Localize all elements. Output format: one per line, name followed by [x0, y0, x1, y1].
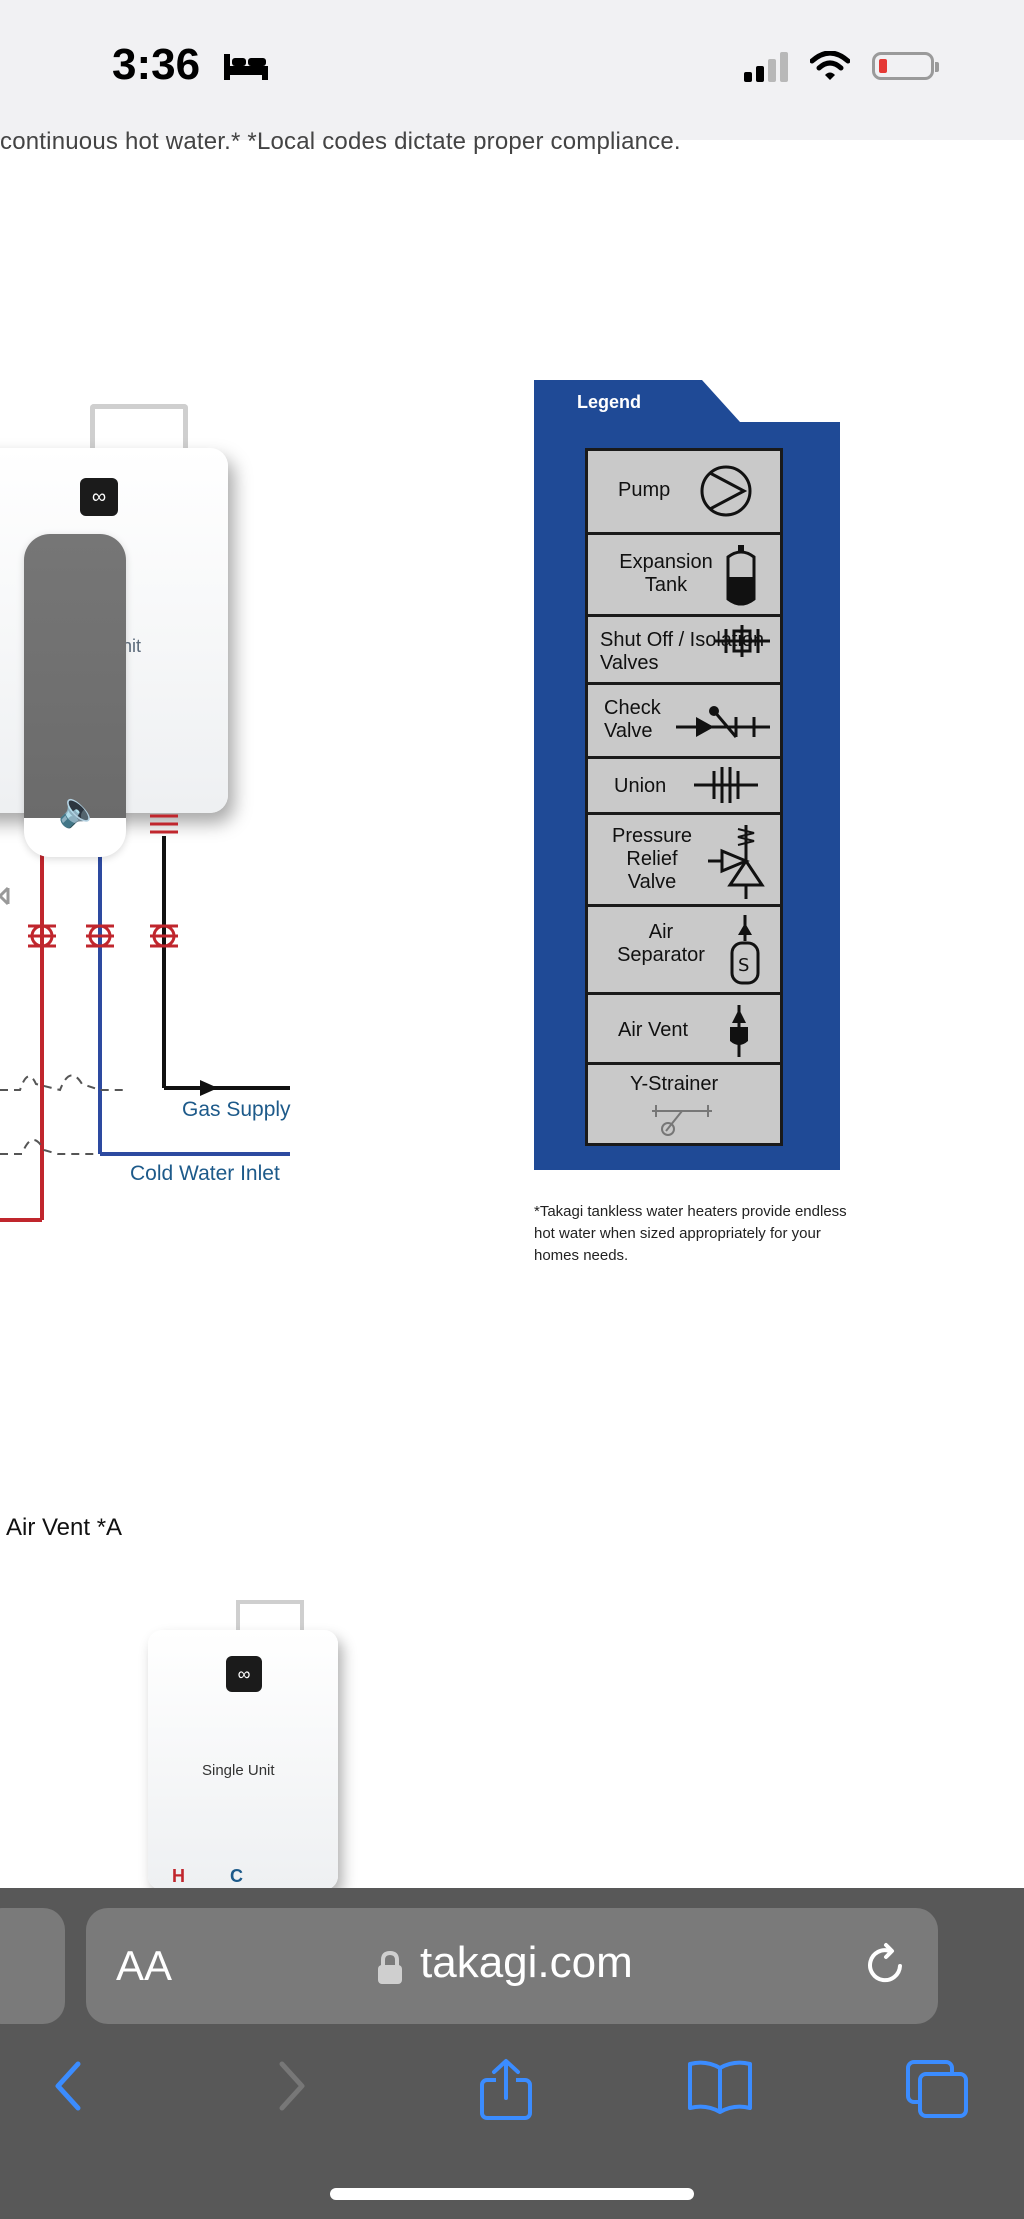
intro-text: continuous hot water.* *Local codes dict… [0, 128, 681, 155]
url-text[interactable]: takagi.com [420, 1938, 633, 1987]
svg-text:S: S [738, 955, 749, 976]
legend-item-label: Pump [618, 479, 671, 501]
cold-connection-label: C [230, 1866, 243, 1886]
legend-item-pump: Pump [588, 451, 780, 535]
forward-chevron-icon[interactable] [274, 2058, 310, 2114]
legend-item-air-vent: Air Vent [588, 995, 780, 1065]
text-size-label: AA [116, 1942, 173, 1989]
address-bar[interactable]: AA takagi.com [86, 1908, 938, 2024]
heater-mounting-bracket [90, 404, 188, 455]
piping-diagram [0, 814, 290, 1222]
cellular-signal-icon [744, 50, 788, 82]
legend-item-y-strainer: Y-Strainer [588, 1065, 780, 1149]
speaker-icon: 🔈 [58, 791, 101, 829]
expansion-tank-symbol-icon [726, 545, 756, 606]
air-separator-symbol-icon: S [730, 915, 760, 985]
reload-icon[interactable] [862, 1942, 908, 1988]
bed-icon [224, 54, 268, 80]
gas-supply-label: Gas Supply [182, 1098, 291, 1121]
legend-item-label: Y-Strainer [630, 1073, 719, 1095]
volume-level-fill [24, 534, 126, 819]
shutoff-valve-symbols [28, 924, 178, 948]
air-vent-label: Air Vent *A [6, 1514, 123, 1541]
bookmarks-icon[interactable] [686, 2058, 754, 2114]
shutoff-valve-symbol-icon [714, 625, 770, 657]
share-icon[interactable] [478, 2058, 534, 2120]
volume-hud[interactable]: 🔈 [24, 534, 126, 857]
status-bar: 3:36 [0, 0, 1024, 140]
heater-unit-label: Single Unit [202, 1762, 275, 1779]
heater-mounting-bracket [236, 1600, 304, 1638]
legend-item-label: Shut Off / Isolation Valves [600, 629, 765, 674]
legend-item-label: Air Vent [618, 1019, 689, 1041]
home-indicator[interactable] [330, 2188, 694, 2200]
lock-icon [378, 1950, 402, 1984]
legend-item-pressure-relief-valve: Pressure Relief Valve [588, 815, 780, 907]
browser-bottom-bar: AA takagi.com [0, 1888, 1024, 2219]
legend-item-label: Pressure Relief Valve [611, 825, 693, 893]
air-vent-symbol-icon [730, 1005, 748, 1057]
hot-connection-label: H [172, 1866, 185, 1886]
legend-item-air-separator: Air Separator S [588, 907, 780, 995]
legend-item-label: Union [614, 775, 667, 797]
legend-item-union: Union [588, 759, 780, 815]
y-strainer-symbol-icon [652, 1105, 712, 1136]
status-time: 3:36 [112, 40, 201, 89]
text-size-button[interactable]: AA [116, 1942, 172, 1990]
union-symbol-icon [694, 767, 758, 803]
back-chevron-icon[interactable] [50, 2058, 86, 2114]
legend-item-label: Expansion Tank [619, 551, 713, 596]
single-unit-heater: ∞ Single Unit H C [148, 1630, 338, 1890]
pressure-relief-valve-symbol-icon [708, 825, 765, 899]
takagi-logo-icon: ∞ [226, 1656, 262, 1692]
status-indicators [744, 50, 939, 82]
legend-title: Legend [577, 392, 642, 412]
battery-low-icon [872, 52, 939, 80]
wifi-icon [810, 51, 850, 80]
legend-panel: Legend Pump Expansion Tank Shut Off / Is… [534, 380, 840, 1170]
cold-water-inlet-label: Cold Water Inlet [130, 1162, 280, 1185]
browser-toolbar [0, 2048, 1024, 2138]
previous-tab-preview[interactable] [0, 1908, 65, 2024]
legend-item-check-valve: Check Valve [588, 685, 780, 759]
heater-unit-label: nit [122, 636, 142, 656]
pump-symbol-icon [700, 465, 752, 517]
legend-item-label: Check Valve [604, 697, 661, 742]
legend-item-shutoff-valves: Shut Off / Isolation Valves [588, 617, 780, 685]
legend-box: Pump Expansion Tank Shut Off / Isolation… [585, 448, 783, 1146]
legend-item-label: Air Separator [617, 921, 705, 966]
legend-footnote: *Takagi tankless water heaters provide e… [534, 1203, 847, 1264]
takagi-logo-icon: ∞ [80, 478, 118, 516]
tabs-icon[interactable] [904, 2058, 970, 2120]
legend-item-expansion-tank: Expansion Tank [588, 535, 780, 617]
check-valve-symbol-icon [676, 706, 770, 738]
